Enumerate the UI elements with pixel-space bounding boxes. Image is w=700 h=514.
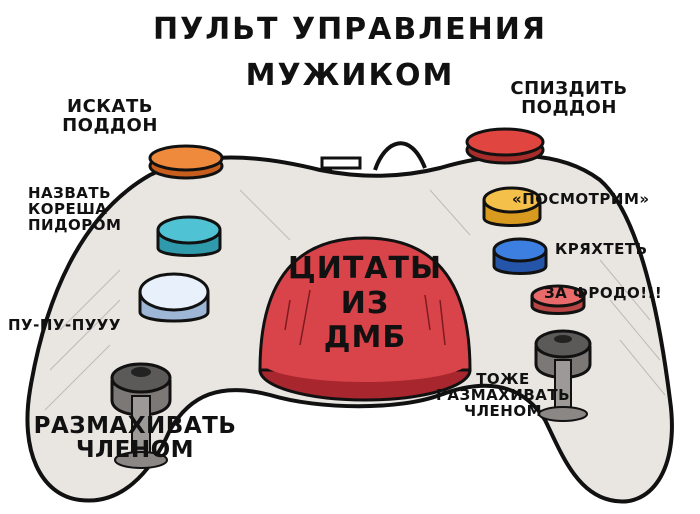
body-shading xyxy=(44,189,666,411)
teal-button[interactable] xyxy=(156,215,222,257)
label-grunt: КРЯХТЕТЬ xyxy=(555,240,648,258)
right-joystick[interactable] xyxy=(534,329,592,422)
red-button[interactable] xyxy=(465,127,545,165)
center-text-line-2: ИЗ xyxy=(340,285,390,321)
center-text-line-1: ЦИТАТЫ xyxy=(287,251,443,286)
label-steal-pallet: СПИЗДИТЬ ПОДДОН xyxy=(510,78,628,118)
orange-button[interactable] xyxy=(148,144,224,180)
blue-button[interactable] xyxy=(492,237,548,275)
center-button-dome[interactable] xyxy=(258,236,472,402)
title-line-1: ПУЛЬТ УПРАВЛЕНИЯ xyxy=(153,12,547,47)
center-text-line-3: ДМБ xyxy=(323,320,407,355)
title-line-2: МУЖИКОМ xyxy=(245,58,455,93)
center-button-text: ЦИТАТЫ ИЗ ДМБ xyxy=(265,251,465,356)
white-button[interactable] xyxy=(138,272,210,323)
cable-plug xyxy=(320,156,362,170)
label-wave-right: ТОЖЕ РАЗМАХИВАТЬ ЧЛЕНОМ xyxy=(435,370,571,420)
label-lets-see: «ПОСМОТРИМ» xyxy=(512,190,650,208)
left-joystick[interactable] xyxy=(110,362,172,469)
yellow-button[interactable] xyxy=(482,186,542,227)
label-pu-pu: ПУ-ПУ-ПУУУ xyxy=(8,316,121,334)
pink-button[interactable] xyxy=(530,284,586,315)
label-search-pallet: ИСКАТЬ ПОДДОН xyxy=(62,96,158,136)
label-for-frodo: ЗА ФРОДО!!! xyxy=(544,284,663,302)
label-wave-left: РАЗМАХИВАТЬ ЧЛЕНОМ xyxy=(33,413,237,464)
label-call-buddy: НАЗВАТЬ КОРЕША ПИДОРОМ xyxy=(28,184,122,234)
